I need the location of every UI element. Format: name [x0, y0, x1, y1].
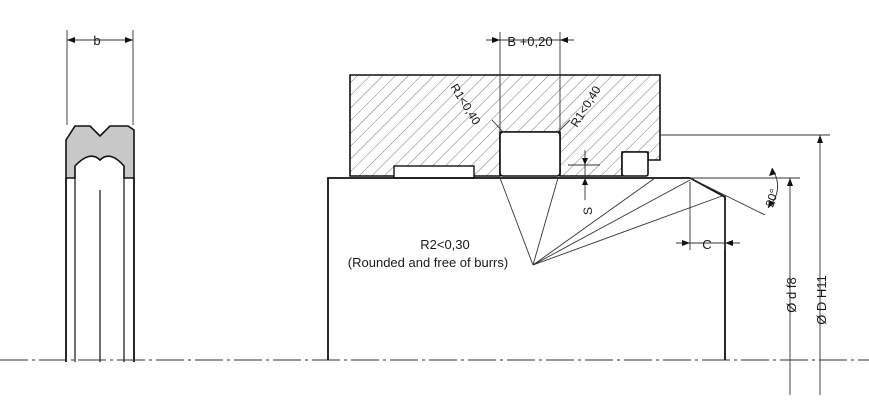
c-arrow-left — [682, 240, 690, 246]
d-arrow — [787, 178, 793, 186]
r2-note: (Rounded and free of burrs) — [348, 255, 508, 270]
r1-right-leader — [557, 119, 571, 133]
b-arrow-left — [67, 37, 75, 43]
housing-step — [621, 151, 649, 177]
housing-recess — [393, 165, 475, 179]
r2-callout: R2<0,30 (Rounded and free of burrs) — [348, 177, 723, 270]
gap-s-dimension: S — [568, 150, 600, 215]
angle-chamfer-line — [689, 177, 766, 216]
r2-label: R2<0,30 — [420, 237, 470, 252]
seal-lip-profile — [65, 125, 135, 179]
c-label: C — [702, 237, 711, 252]
b-label: b — [93, 33, 100, 48]
diameter-dimensions: Ø D H11 Ø d f8 — [660, 134, 830, 395]
seal-cross-section: b — [65, 30, 135, 362]
groove-width-dimension: B +0,20 — [486, 32, 574, 132]
angle-arrow-bottom — [768, 200, 775, 208]
B-label: B +0,20 — [507, 34, 552, 49]
D-label: Ø D H11 — [814, 275, 829, 325]
r2-leader-4 — [532, 179, 691, 266]
c-arrow-right — [725, 240, 733, 246]
groove — [499, 131, 561, 177]
r1-left-leader — [491, 119, 504, 133]
s-arrow-bottom — [582, 178, 588, 185]
r2-leader-5 — [532, 195, 723, 266]
angle-arrow-top — [769, 168, 776, 176]
B-arrow-left — [492, 37, 500, 43]
B-arrow-right — [560, 37, 568, 43]
b-arrow-right — [125, 37, 133, 43]
D-arrow — [817, 135, 823, 143]
housing — [349, 74, 661, 179]
angle-label: 20° — [763, 187, 782, 209]
d-label: Ø d f8 — [784, 277, 799, 312]
s-arrow-top — [582, 158, 588, 165]
r2-leader-3 — [532, 177, 656, 266]
s-label: S — [581, 207, 595, 215]
r2-leader-1 — [499, 177, 534, 266]
r2-leader-2 — [532, 177, 559, 266]
